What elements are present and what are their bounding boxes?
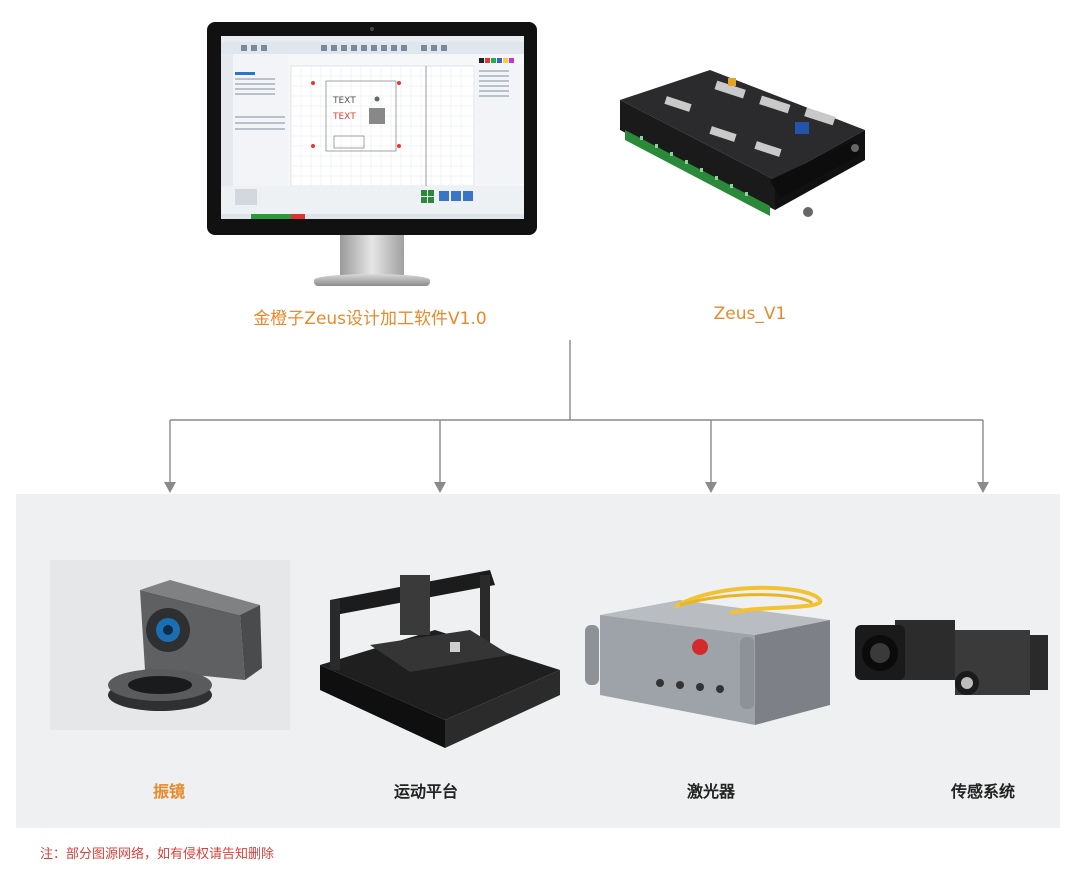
arrowhead-4 — [977, 482, 989, 493]
galvo-scanner-image — [50, 560, 290, 730]
connector-tree — [164, 340, 989, 493]
software-label: 金橙子Zeus设计加工软件V1.0 — [253, 309, 487, 329]
copyright-note: 注：部分图源网络，如有侵权请告知删除 — [40, 847, 275, 862]
monitor-stand-base — [314, 274, 430, 286]
screen-text-2: TEXT — [332, 112, 356, 122]
sensor-cameras-image — [855, 620, 1048, 695]
camera-dot — [370, 27, 374, 31]
device-label-laser: 激光器 — [686, 782, 736, 801]
controller-board-image — [620, 70, 865, 217]
device-label-motion-stage: 运动平台 — [393, 782, 459, 801]
arrowhead-3 — [705, 482, 717, 493]
device-label-sensor-system: 传感系统 — [950, 782, 1016, 801]
laser-source-image — [585, 585, 830, 725]
screen-text-1: TEXT — [332, 96, 356, 106]
motion-stage-image — [320, 570, 560, 748]
monitor-stand-neck — [340, 235, 404, 277]
software-screenshot: TEXT TEXT — [221, 36, 524, 219]
arrowhead-1 — [164, 482, 176, 493]
arrowhead-2 — [434, 482, 446, 493]
device-label-galvo: 振镜 — [152, 782, 186, 801]
software-ui-illustration: TEXT TEXT — [221, 36, 524, 219]
controller-label: Zeus_V1 — [713, 304, 787, 324]
